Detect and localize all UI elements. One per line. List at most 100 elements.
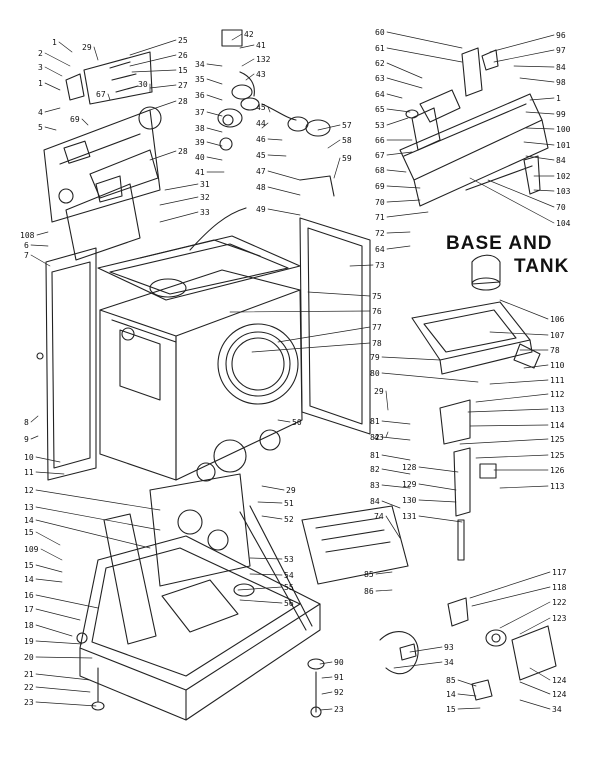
callout-number: 125 [550, 451, 565, 460]
leader-line [206, 141, 223, 147]
leader-line [513, 65, 555, 68]
callout-number: 69 [375, 182, 385, 191]
callout-number: 43 [256, 70, 266, 79]
leader-line [35, 519, 151, 549]
callout-number: 28 [178, 97, 188, 106]
cabinet [99, 269, 303, 482]
leader-line [267, 186, 301, 196]
leader-line [267, 208, 301, 216]
callout-number: 74 [374, 512, 384, 521]
callout-number: 41 [256, 41, 266, 50]
base-and-tank-title-line2: TANK [514, 256, 570, 277]
leader-line [381, 436, 411, 441]
callout-number: 45 [256, 151, 266, 160]
callout-number: 36 [195, 91, 205, 100]
callout-labels: 1292314569673025261527282831323310867891… [20, 28, 571, 714]
leader-line [469, 571, 551, 599]
leader-line [267, 106, 271, 113]
callout-number: 39 [195, 138, 205, 147]
back-panel-assembly [43, 51, 162, 261]
leader-line [93, 46, 99, 61]
leader-line [519, 699, 551, 710]
leader-line [349, 264, 374, 267]
leader-line [36, 231, 49, 236]
callout-number: 66 [375, 136, 385, 145]
callout-number: 60 [375, 28, 385, 37]
leader-line [418, 483, 457, 491]
callout-number: 112 [550, 390, 565, 399]
callout-number: 14 [446, 690, 456, 699]
callout-number: 42 [244, 30, 254, 39]
leader-line [35, 656, 93, 659]
callout-number: 58 [342, 136, 352, 145]
leader-line [523, 364, 549, 369]
callout-number: 67 [96, 90, 106, 99]
callout-number: 113 [550, 405, 565, 414]
callout-number: 15 [24, 561, 34, 570]
leader-line [333, 157, 341, 179]
leader-line [35, 686, 91, 693]
callout-number: 4 [38, 108, 43, 117]
callout-number: 17 [24, 605, 34, 614]
leader-line [206, 78, 223, 85]
leader-line [35, 594, 99, 609]
callout-number: 83 [370, 481, 380, 490]
leader-line [249, 573, 283, 576]
callout-number: 129 [402, 480, 417, 489]
callout-number: 62 [375, 59, 385, 68]
leader-line [381, 454, 411, 461]
callout-number: 67 [375, 151, 385, 160]
leader-line [267, 138, 283, 141]
callout-number: 99 [556, 110, 566, 119]
leader-line [321, 691, 333, 695]
leader-line [159, 211, 199, 223]
leader-line [386, 199, 421, 203]
callout-number: 80 [370, 369, 380, 378]
leader-line [467, 408, 549, 413]
leader-line [386, 151, 413, 156]
leader-line [159, 196, 199, 206]
leader-line [40, 548, 63, 561]
leader-line [386, 93, 403, 99]
leader-line [409, 646, 443, 653]
callout-number: 3 [38, 63, 43, 72]
leader-line [489, 34, 555, 53]
leader-line [375, 571, 393, 575]
callout-number: 123 [552, 614, 567, 623]
callout-number: 30 [138, 80, 148, 89]
callout-number: 76 [372, 307, 382, 316]
leader-line [386, 108, 411, 113]
leader-line [206, 63, 223, 67]
leader-line [489, 331, 549, 336]
callout-number: 43 [374, 433, 384, 442]
leader-line [327, 139, 341, 149]
callout-number: 75 [372, 292, 382, 301]
callout-number: 34 [195, 60, 205, 69]
callout-number: 27 [178, 81, 188, 90]
top-cover [97, 207, 301, 301]
leader-line [386, 47, 463, 63]
callout-number: 57 [342, 121, 352, 130]
leader-line [381, 372, 479, 383]
callout-number: 113 [550, 482, 565, 491]
leader-line [249, 557, 283, 560]
leader-line [489, 379, 549, 385]
leader-line [245, 73, 255, 81]
callout-number: 47 [256, 167, 266, 176]
leader-line [471, 586, 551, 607]
callout-number: 34 [444, 658, 454, 667]
callout-number: 53 [284, 555, 294, 564]
callout-number: 65 [375, 105, 385, 114]
leader-line [525, 155, 555, 161]
leader-line [393, 661, 443, 669]
leader-line [35, 506, 161, 531]
callout-number: 2 [38, 49, 43, 58]
leader-line [257, 501, 283, 504]
leader-line [386, 117, 409, 126]
leader-line [457, 679, 477, 687]
leader-line [418, 466, 459, 473]
leader-line [149, 100, 177, 111]
callout-number: 131 [402, 512, 417, 521]
leader-line [319, 661, 333, 665]
